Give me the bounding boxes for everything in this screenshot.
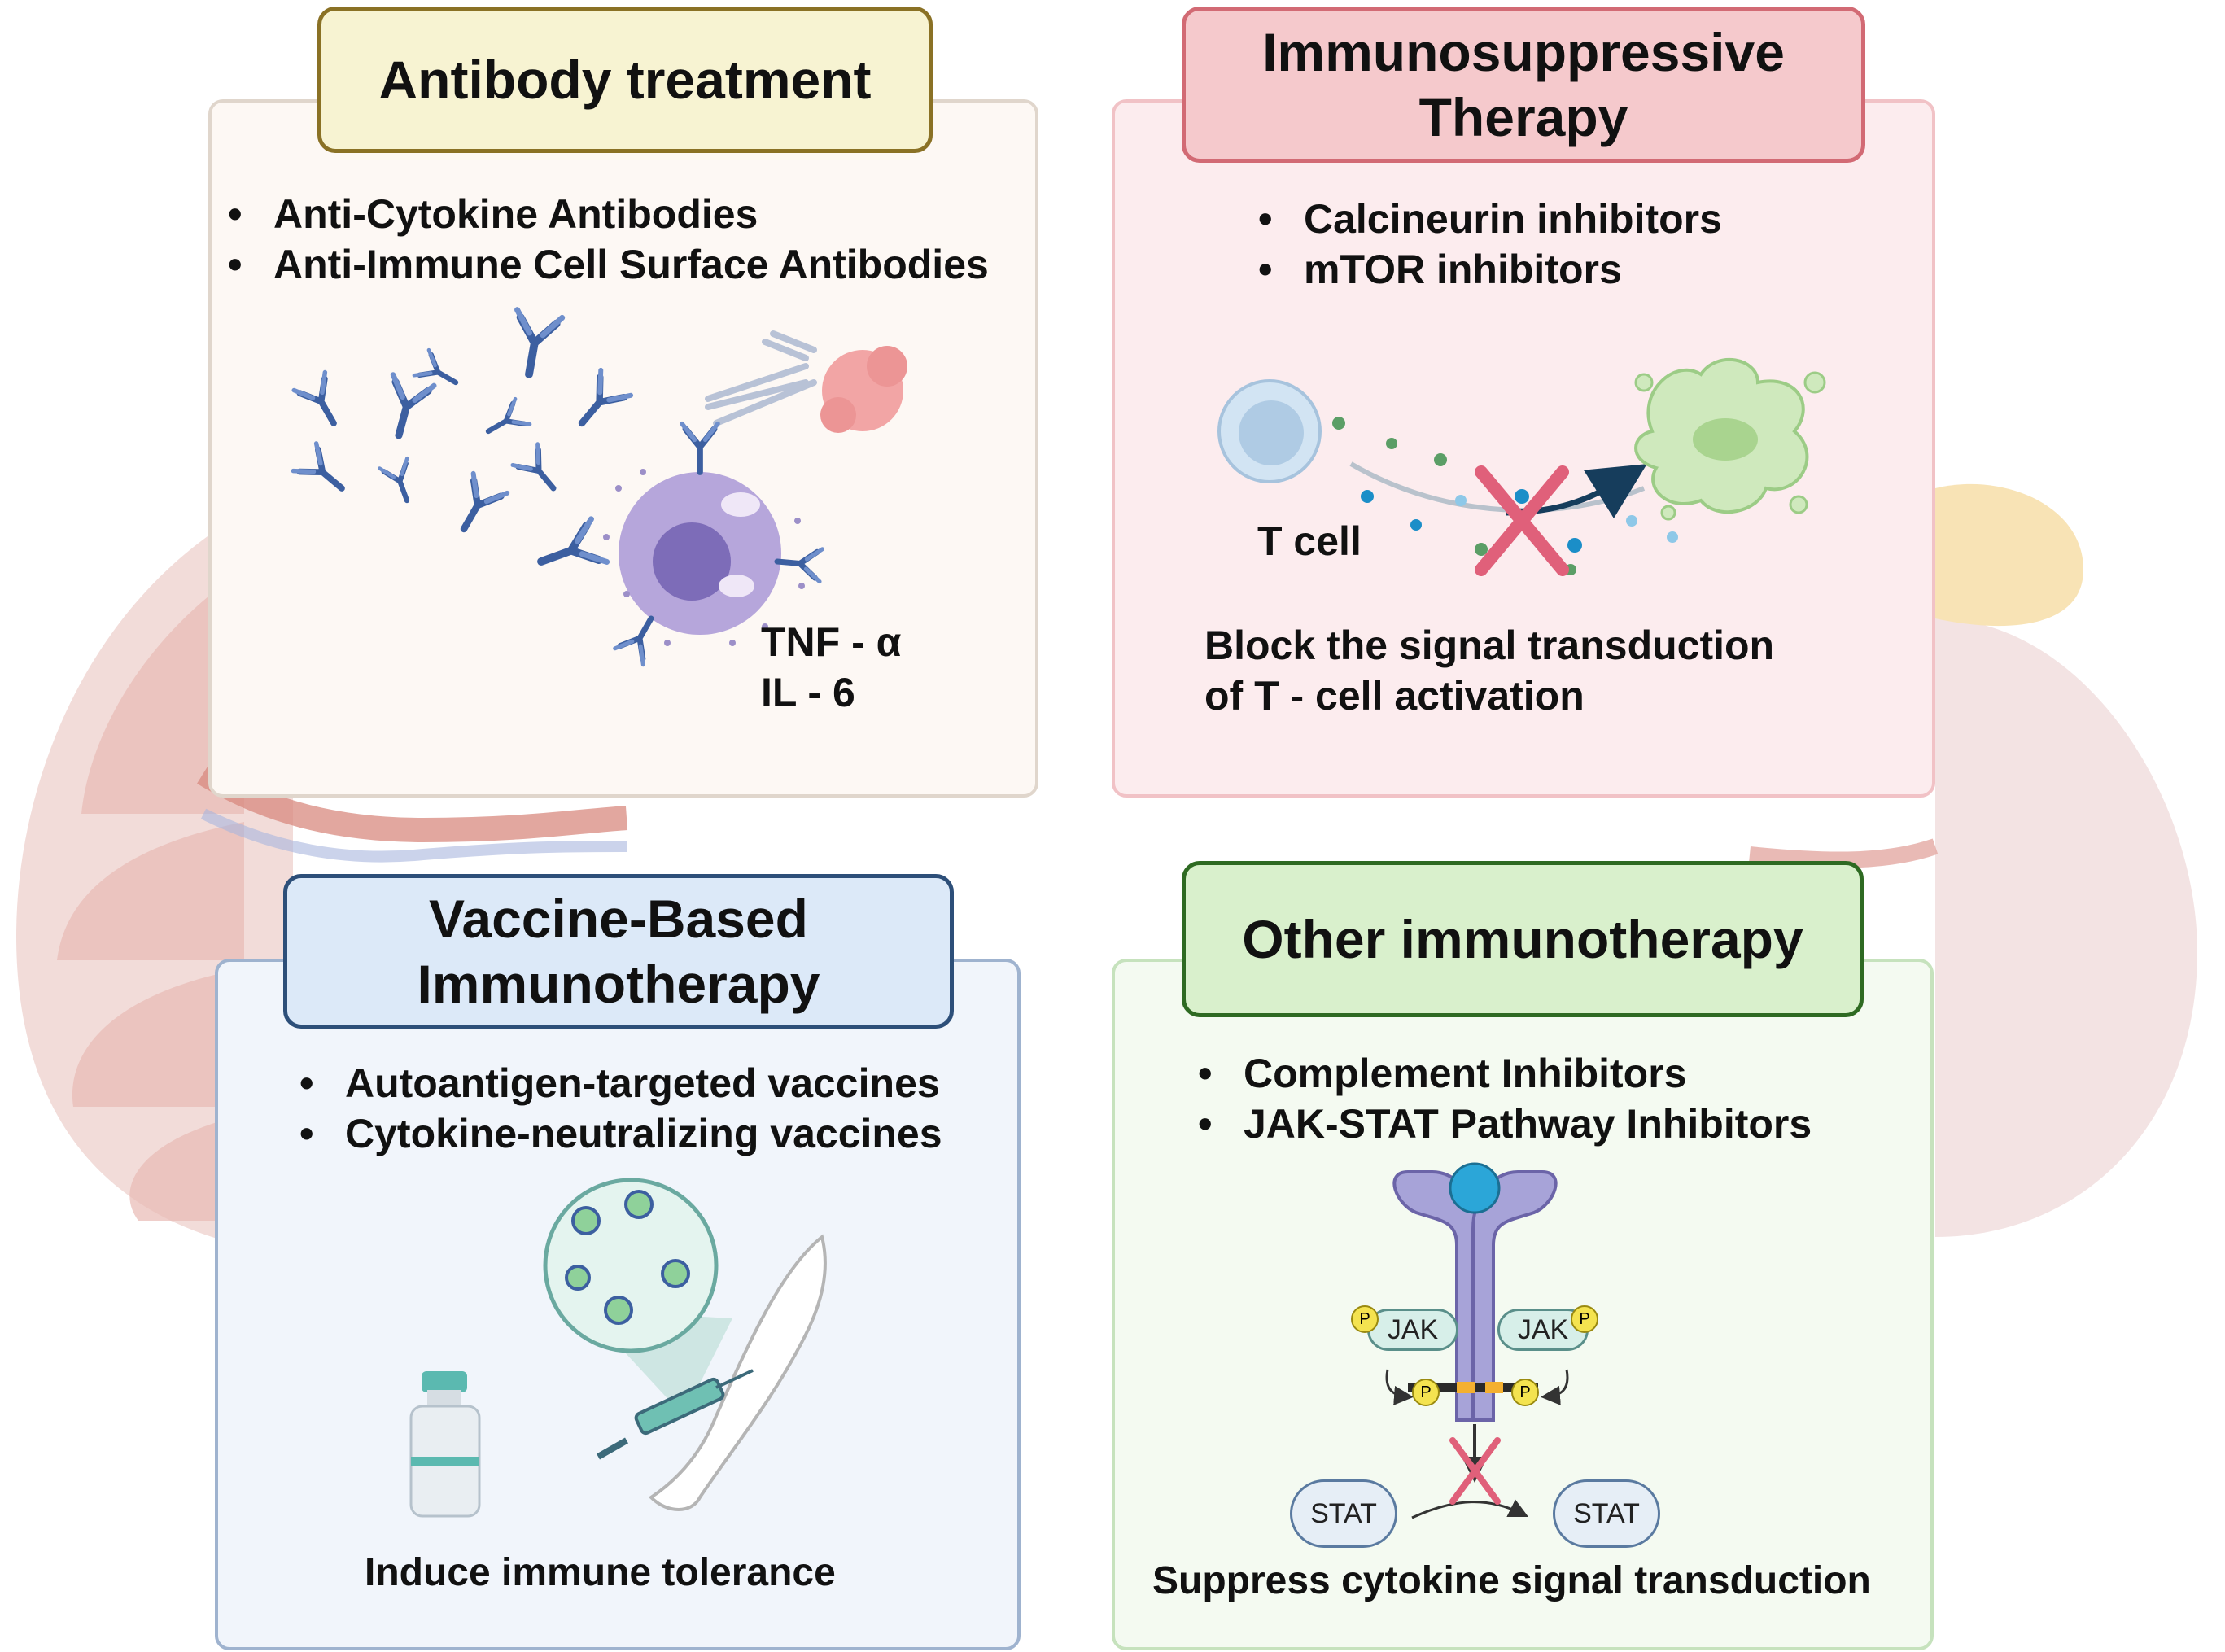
other-caption: Suppress cytokine signal transduction [1152, 1559, 1871, 1602]
other-bullet-list: Complement Inhibitors JAK-STAT Pathway I… [1198, 1048, 1812, 1149]
stat-right-box: STAT [1553, 1479, 1660, 1548]
inhibition-cross-icon [1475, 465, 1569, 576]
t-cell-icon [1217, 379, 1322, 483]
vaccine-vial-icon [409, 1371, 481, 1518]
immunosuppressive-caption: Block the signal transduction of T - cel… [1204, 623, 1775, 719]
list-item: Cytokine-neutralizing vaccines [299, 1108, 942, 1159]
cytokine-labels: TNF - α IL - 6 [761, 617, 901, 718]
vaccine-caption: Induce immune tolerance [365, 1551, 836, 1594]
list-item: Autoantigen-targeted vaccines [299, 1058, 942, 1108]
tnf-alpha-label: TNF - α [761, 619, 902, 665]
cytokine-receptor-icon [1392, 1162, 1558, 1422]
list-item: Anti-Cytokine Antibodies [228, 189, 989, 239]
phospho-badge: P [1511, 1379, 1539, 1406]
immune-cell-icon [603, 424, 823, 665]
stat-left-box: STAT [1290, 1479, 1397, 1548]
antibody-cluster-icon [293, 310, 631, 583]
antibody-bound-antigen-icon [705, 330, 907, 433]
arm-icon [648, 1234, 827, 1511]
stat-inhibition-cross-icon [1449, 1437, 1501, 1505]
vaccine-bullet-list: Autoantigen-targeted vaccines Cytokine-n… [299, 1058, 942, 1159]
activated-cell-icon [1634, 358, 1826, 521]
antibody-bullet-list: Anti-Cytokine Antibodies Anti-Immune Cel… [228, 189, 989, 290]
jak-left-box: JAK [1367, 1309, 1458, 1351]
phospho-badge: P [1351, 1305, 1379, 1333]
il-6-label: IL - 6 [761, 670, 855, 715]
list-item: JAK-STAT Pathway Inhibitors [1198, 1099, 1812, 1149]
immunosuppressive-bullet-list: Calcineurin inhibitors mTOR inhibitors [1258, 194, 1722, 295]
other-immunotherapy-title: Other immunotherapy [1182, 861, 1864, 1017]
list-item: Calcineurin inhibitors [1258, 194, 1722, 244]
t-cell-label: T cell [1257, 518, 1362, 564]
antibody-treatment-title: Antibody treatment [317, 7, 933, 153]
phospho-badge: P [1412, 1379, 1440, 1406]
list-item: mTOR inhibitors [1258, 244, 1722, 295]
list-item: Anti-Immune Cell Surface Antibodies [228, 239, 989, 290]
list-item: Complement Inhibitors [1198, 1048, 1812, 1099]
syringe-icon [597, 1369, 754, 1460]
phospho-badge: P [1571, 1305, 1598, 1333]
magnified-view-icon [543, 1178, 732, 1416]
